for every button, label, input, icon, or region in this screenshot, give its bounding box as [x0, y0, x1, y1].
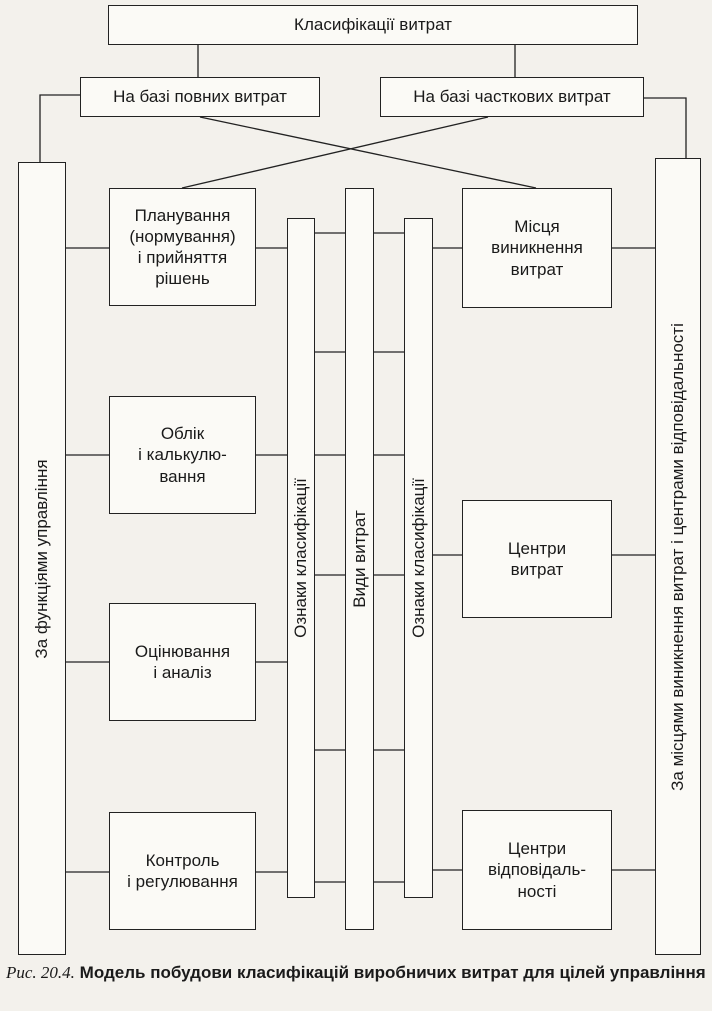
place-box-responsibility: Центри відповідаль- ності [462, 810, 612, 930]
cost-types-bar: Види витрат [345, 188, 374, 930]
responsibility-centers-column: За місцями виникнення витрат і центрами … [655, 158, 701, 955]
function-label-evaluation: Оцінювання і аналіз [134, 641, 231, 682]
function-box-evaluation: Оцінювання і аналіз [109, 603, 256, 721]
classification-features-bar-right: Ознаки класифікації [404, 218, 433, 898]
place-label-cost-centers: Центри витрат [507, 538, 567, 579]
partial-costs-box: На базі часткових витрат [380, 77, 644, 117]
place-box-origin: Місця виникнення витрат [462, 188, 612, 308]
caption-lead: Рис. 20.4. [6, 963, 75, 982]
full-costs-label: На базі повних витрат [113, 87, 287, 107]
connector-partial-right [644, 97, 687, 158]
connector-cross-1 [199, 116, 537, 189]
classification-features-label-right: Ознаки класифікації [408, 478, 428, 638]
connector-full-left [39, 94, 80, 162]
partial-costs-label: На базі часткових витрат [413, 87, 611, 107]
function-box-accounting: Облік і калькулю- вання [109, 396, 256, 514]
cost-types-label: Види витрат [349, 510, 369, 608]
function-label-planning: Планування (нормування) і прийняття ріше… [129, 205, 236, 289]
function-label-accounting: Облік і калькулю- вання [138, 424, 227, 486]
figure-caption: Рис. 20.4. Модель побудови класифікацій … [6, 962, 706, 985]
function-label-control: Контроль і регулювання [127, 850, 238, 891]
place-label-origin: Місця виникнення витрат [491, 217, 583, 279]
classification-title-box: Класифікації витрат [108, 5, 638, 45]
place-label-responsibility: Центри відповідаль- ності [487, 839, 586, 901]
classification-features-label-left: Ознаки класифікації [291, 478, 310, 638]
caption-title: Модель побудови класифікацій виробничих … [79, 963, 706, 982]
place-box-cost-centers: Центри витрат [462, 500, 612, 618]
management-functions-column: За функціями управління [18, 162, 66, 955]
function-box-control: Контроль і регулювання [109, 812, 256, 930]
responsibility-centers-label: За місцями виникнення витрат і центрами … [668, 322, 687, 791]
function-box-planning: Планування (нормування) і прийняття ріше… [109, 188, 256, 306]
full-costs-box: На базі повних витрат [80, 77, 320, 117]
connector-cross-2 [181, 116, 489, 189]
classification-features-bar-left: Ознаки класифікації [287, 218, 315, 898]
classification-title: Класифікації витрат [294, 15, 452, 35]
management-functions-label: За функціями управління [32, 458, 51, 659]
